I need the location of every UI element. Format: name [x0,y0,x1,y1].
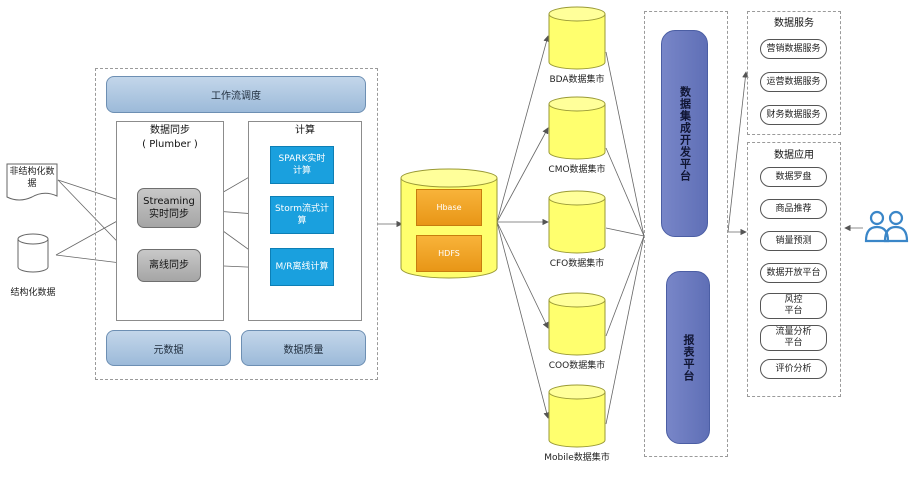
storm-line2: 算 [297,216,307,226]
mr-offline-compute: M/R离线计算 [270,248,334,286]
hdfs-storage: HDFS [416,235,482,272]
data-mart-label: COO数据集市 [548,361,606,371]
offline-sync-node: 离线同步 [137,249,201,282]
data-mart-node: CFO数据集市 [548,190,606,270]
data-mart-cylinder [548,96,606,160]
structured-data-label: 结构化数据 [10,288,56,298]
data-mart-label: CFO数据集市 [549,259,605,269]
edge-storage-bda [496,35,550,223]
data-applications-container: 数据应用 数据罗盘商品推荐销量预测数据开放平台风控平台流量分析平台评价分析 [747,142,841,397]
edge-coo-integration [605,235,645,337]
metadata-bar: 元数据 [106,330,231,366]
application-line1: 数据罗盘 [775,171,812,182]
operations-data-service: 运营数据服务 [760,72,827,92]
edge-storage-mobile [496,221,550,419]
storm-stream-compute: Storm流式计 算 [270,196,334,234]
compute-title: 计算 [295,125,315,136]
marketing-data-service: 营销数据服务 [760,39,827,59]
spark-line2: 计算 [292,166,311,176]
edge-cmo-integration [605,147,645,237]
data-quality-bar: 数据质量 [241,330,366,366]
data-application-item: 商品推荐 [760,199,827,219]
edge-cfo-integration [605,227,645,237]
data-application-item: 评价分析 [760,359,827,379]
streaming-sync-line1: Streaming [143,196,195,207]
data-integration-dev-platform: 数据集成开发平台 [661,30,708,237]
data-application-item: 数据罗盘 [760,167,827,187]
hbase-storage: Hbase [416,189,482,226]
unstructured-data-label: 非结构化数据 [9,167,55,189]
data-application-item: 销量预测 [760,231,827,251]
finance-data-service: 财务数据服务 [760,105,827,125]
data-mart-cylinder [548,292,606,356]
application-line1: 评价分析 [775,363,812,374]
edge-mobile-integration [605,235,645,425]
application-line2: 平台 [784,338,803,348]
data-mart-node: BDA数据集市 [548,6,606,86]
spark-line1: SPARK实时 [278,154,326,164]
data-application-item: 数据开放平台 [760,263,827,283]
data-platform-container [95,68,378,380]
integration-container [644,11,728,457]
application-line2: 平台 [784,306,803,316]
data-mart-node: COO数据集市 [548,292,606,372]
edge-bda-integration [605,51,645,237]
data-mart-node: CMO数据集市 [548,96,606,176]
database-icon [17,233,49,273]
data-services-container: 数据服务 营销数据服务 运营数据服务 财务数据服务 [747,11,841,135]
edge-storage-coo [496,221,549,329]
data-sync-subtitle: ( Plumber ) [142,139,198,150]
document-icon [6,163,58,201]
edge-integration-services [727,71,749,233]
data-application-item: 风控平台 [760,293,827,319]
data-mart-label: CMO数据集市 [548,165,606,175]
users-icon [864,210,909,243]
edge-storage-cmo [496,127,549,223]
streaming-sync-line2: 实时同步 [149,209,189,220]
data-mart-cylinder [548,6,606,70]
spark-realtime-compute: SPARK实时 计算 [270,146,334,184]
structured-data-node [17,233,49,273]
data-application-item: 流量分析平台 [760,325,827,351]
data-applications-title: 数据应用 [774,150,814,161]
application-line1: 流量分析 [775,327,812,337]
data-services-title: 数据服务 [774,18,814,29]
data-mart-cylinder [548,190,606,254]
workflow-scheduling-bar: 工作流调度 [106,76,366,113]
data-mart-cylinder [548,384,606,448]
data-mart-label: Mobile数据集市 [544,453,610,463]
application-line1: 数据开放平台 [766,267,821,278]
application-line1: 风控 [784,295,803,305]
report-platform: 报表平台 [666,271,710,444]
storm-line1: Storm流式计 [274,204,330,214]
data-sync-title: 数据同步 [150,125,190,136]
data-mart-label: BDA数据集市 [549,75,605,85]
streaming-sync-node: Streaming 实时同步 [137,188,201,228]
unstructured-data-node: 非结构化数据 [6,163,58,203]
application-line1: 销量预测 [775,235,812,246]
data-mart-node: Mobile数据集市 [544,384,610,464]
application-line1: 商品推荐 [775,203,812,214]
